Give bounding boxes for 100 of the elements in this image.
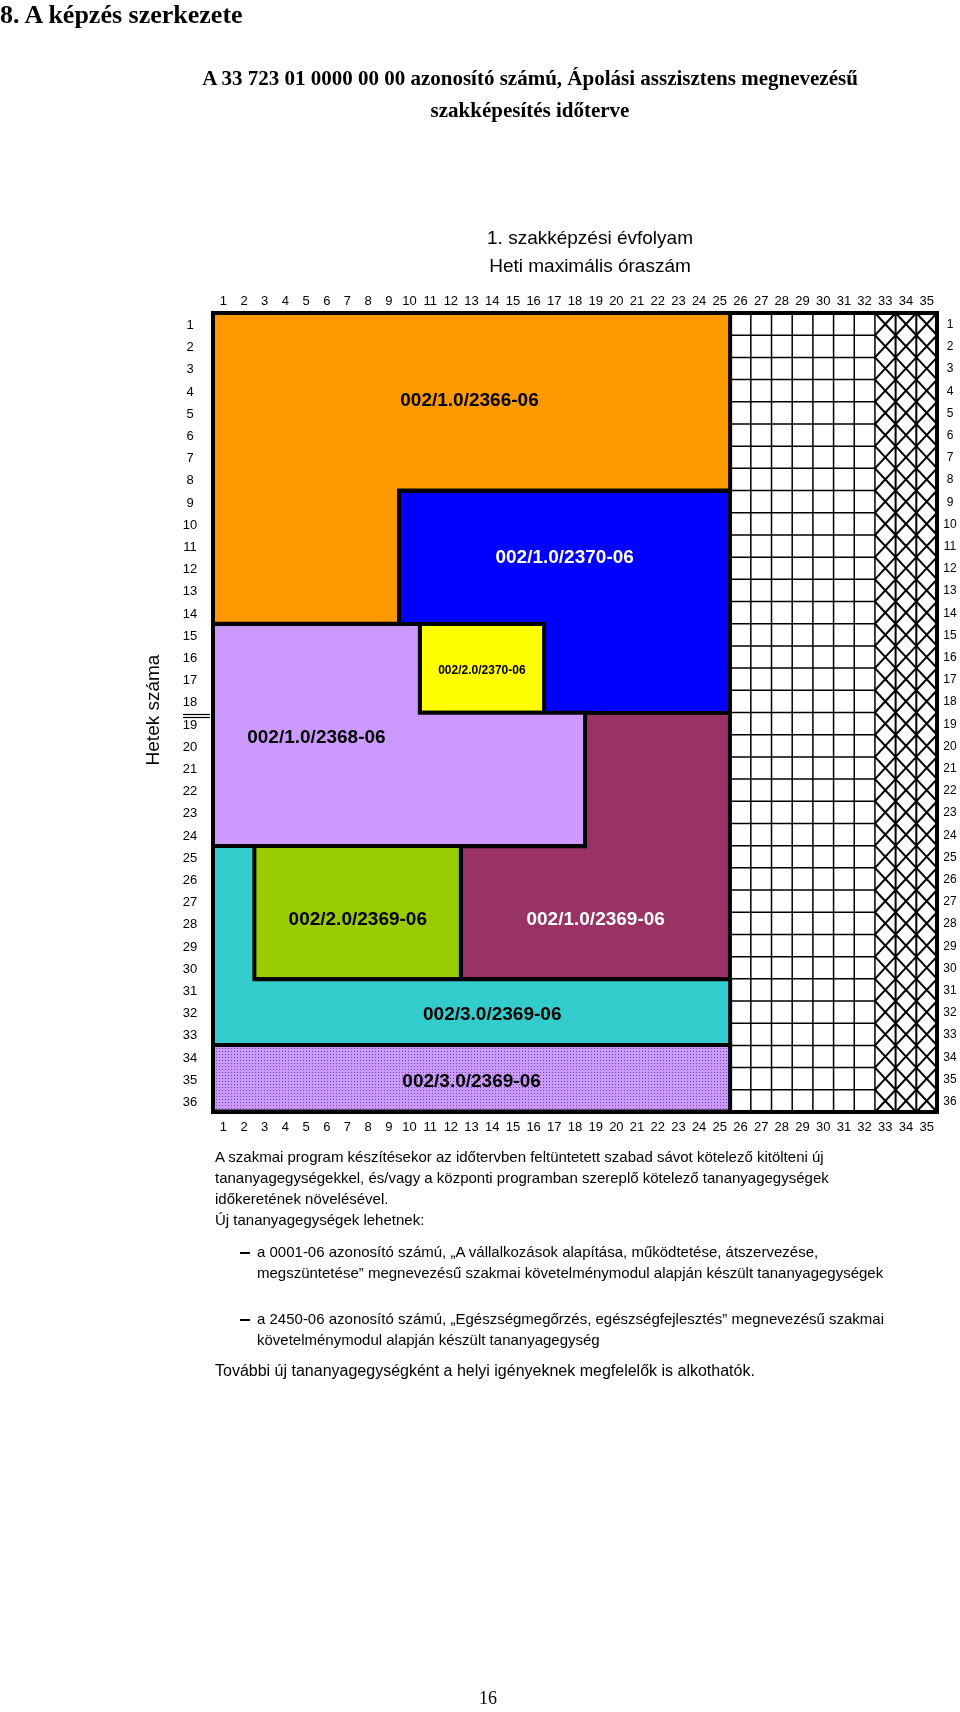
axis-number: 25: [712, 292, 728, 308]
axis-number: 24: [691, 1118, 707, 1134]
axis-number: 28: [943, 916, 957, 931]
axis-number: 33: [182, 1026, 198, 1042]
axis-number: 19: [588, 1118, 603, 1134]
axis-number: 35: [919, 1118, 934, 1134]
axis-number: 6: [323, 292, 331, 308]
axis-number: 4: [281, 292, 289, 308]
axis-number: 21: [629, 1118, 645, 1134]
axis-number: 12: [443, 1118, 459, 1134]
axis-number: 22: [182, 782, 198, 798]
axis-number: 2: [240, 292, 248, 308]
module-code: 002/2.0/2370-06: [438, 663, 526, 678]
axis-number: 36: [182, 1093, 198, 1109]
axis-number: 12: [443, 292, 459, 308]
axis-number: 32: [943, 1005, 957, 1020]
axis-number: 23: [671, 292, 686, 308]
axis-number: 3: [186, 361, 194, 376]
axis-number: 8: [186, 471, 194, 487]
axis-number: 16: [526, 1118, 541, 1134]
axis-number: 1: [219, 292, 227, 308]
chart-subtitle: A 33 723 01 0000 00 00 azonosító számú, Ápolási asszisztens megnevezésű szakképesítés időterve: [201, 65, 859, 124]
axis-number: 3: [261, 1118, 269, 1134]
axis-number: 10: [182, 516, 198, 532]
note-paragraph: További új tananyagegységként a helyi igényeknek megfelelők is alkothatók.: [215, 1362, 755, 1380]
note-paragraph: Új tananyagegységek lehetnek:: [215, 1210, 425, 1230]
axis-number: 21: [943, 761, 957, 775]
axis-number: 18: [567, 292, 583, 308]
axis-number: 33: [878, 1118, 893, 1134]
module-code: 002/2.0/2369-06: [288, 907, 427, 930]
axis-number: 26: [182, 871, 198, 887]
axis-number: 7: [946, 450, 954, 465]
axis-number: 29: [795, 1118, 810, 1134]
axis-number: 34: [898, 292, 914, 308]
axis-number: 22: [943, 783, 957, 798]
axis-number: 15: [505, 292, 521, 308]
axis-number: 31: [836, 292, 852, 308]
axis-number: 35: [182, 1071, 198, 1087]
axis-number: 7: [186, 449, 194, 465]
axis-number: 30: [816, 292, 831, 308]
axis-number: 4: [186, 383, 194, 399]
axis-number: 17: [547, 1118, 562, 1134]
axis-title: Hetek száma: [142, 654, 164, 766]
module-code: 002/3.0/2369-06: [423, 1003, 562, 1026]
axis-number: 25: [712, 1118, 728, 1134]
axis-number: 30: [182, 960, 198, 976]
axis-number: 30: [943, 960, 957, 975]
axis-number: 1: [186, 316, 194, 332]
axis-number: 9: [186, 494, 194, 510]
axis-number: 5: [302, 1118, 310, 1134]
axis-number: 11: [423, 1118, 437, 1134]
axis-number: 28: [774, 1118, 790, 1134]
axis-number: 3: [261, 292, 269, 308]
module-code: 002/1.0/2370-06: [495, 546, 634, 569]
axis-number: 30: [816, 1118, 831, 1134]
axis-number: 18: [182, 693, 198, 709]
axis-number: 22: [650, 292, 665, 308]
axis-number: 13: [464, 1118, 479, 1134]
axis-number: 18: [943, 694, 957, 709]
axis-number: 11: [423, 292, 437, 308]
axis-number: 13: [943, 583, 957, 598]
axis-number: 16: [943, 650, 957, 664]
axis-number: 26: [943, 871, 957, 886]
axis-number: 34: [182, 1049, 198, 1064]
axis-number: 28: [182, 915, 198, 931]
axis-number: 29: [182, 938, 198, 954]
axis-number: 25: [182, 849, 198, 865]
axis-number: 14: [485, 1118, 500, 1134]
axis-number: 12: [182, 560, 198, 576]
axis-number: 19: [943, 716, 957, 731]
axis-number: 6: [186, 427, 194, 443]
axis-number: 32: [857, 292, 872, 308]
axis-number: 24: [182, 827, 198, 843]
module-code: 002/3.0/2369-06: [402, 1069, 541, 1092]
axis-title: 1. szakképzési évfolyam: [487, 227, 693, 249]
axis-number: 1: [219, 1118, 227, 1134]
axis-number: 14: [943, 605, 957, 620]
axis-number: 35: [919, 292, 934, 308]
axis-number: 6: [946, 428, 954, 443]
axis-number: 25: [943, 849, 957, 864]
axis-number: 27: [182, 893, 198, 909]
module-code: 002/1.0/2368-06: [247, 725, 386, 748]
axis-number: 9: [385, 292, 393, 308]
axis-number: 35: [943, 1071, 957, 1086]
module-code: 002/1.0/2369-06: [526, 907, 665, 930]
axis-number: 4: [281, 1118, 289, 1134]
axis-number: 16: [182, 649, 198, 665]
module-code: 002/1.0/2366-06: [400, 388, 539, 411]
axis-number: 34: [898, 1118, 914, 1134]
axis-number: 14: [485, 292, 500, 308]
axis-number: 27: [753, 1118, 769, 1134]
axis-number: 11: [183, 538, 197, 554]
axis-number: 7: [343, 1118, 352, 1134]
axis-number: 24: [943, 827, 957, 842]
axis-number: 22: [650, 1118, 665, 1134]
axis-number: 13: [182, 582, 198, 598]
axis-number: 1: [946, 317, 954, 332]
axis-number: 17: [182, 671, 198, 687]
axis-number: 12: [943, 561, 957, 576]
axis-number: 28: [774, 292, 790, 308]
